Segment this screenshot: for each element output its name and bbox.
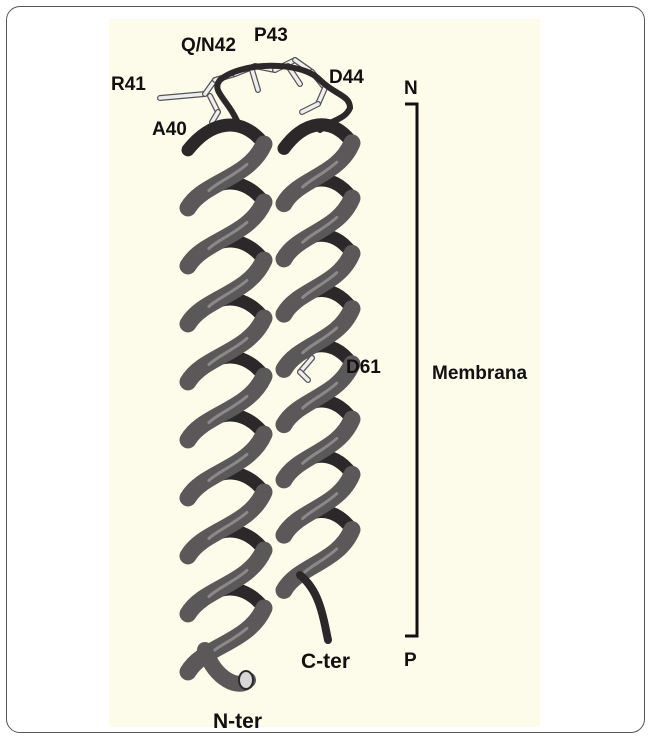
c-terminus-tail xyxy=(300,575,328,640)
membrane-label: Membrana xyxy=(432,363,527,385)
helix-2-front-turn xyxy=(284,530,352,591)
residue-label-d44: D44 xyxy=(329,67,364,89)
helix-2 xyxy=(284,125,352,640)
helix-1 xyxy=(188,125,264,689)
helix-1-front-turn xyxy=(188,608,264,672)
c-terminus-label: C-ter xyxy=(301,650,350,674)
n-terminus-cap xyxy=(239,671,253,689)
residue-label-r41: R41 xyxy=(111,74,146,96)
membrane-bracket xyxy=(405,104,417,636)
residue-label-d61: D61 xyxy=(346,357,381,379)
membrane-bracket-line xyxy=(405,104,417,636)
n-terminus-label: N-ter xyxy=(213,710,262,734)
residue-label-qn42: Q/N42 xyxy=(181,35,236,57)
residue-label-a40: A40 xyxy=(152,119,187,141)
side-label-n: N xyxy=(404,78,418,100)
helix-1-back-turn xyxy=(188,125,264,150)
residue-label-p43: P43 xyxy=(254,25,288,47)
side-label-p: P xyxy=(404,650,417,672)
